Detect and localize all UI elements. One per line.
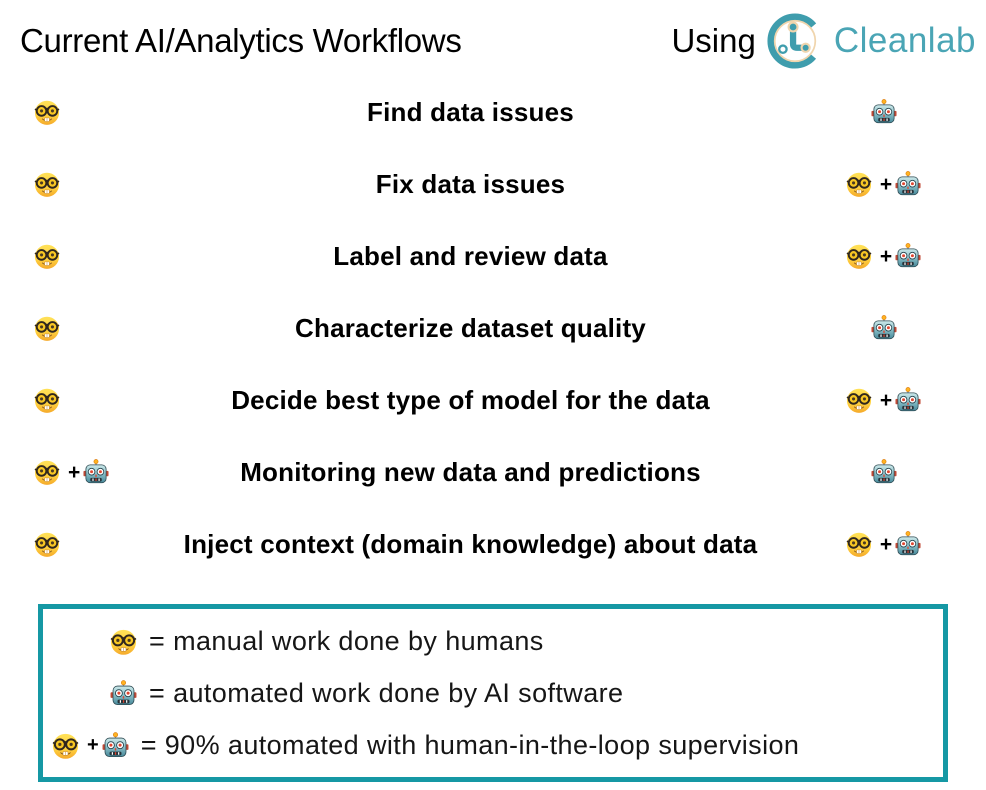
cleanlab-workflow-icons: +	[811, 530, 986, 558]
current-workflow-icons	[0, 242, 130, 270]
workflow-row: Find data issues	[0, 76, 986, 148]
workflow-rows: Find data issues	[0, 76, 986, 580]
nerd-face-emoji	[845, 386, 873, 414]
nerd-face-emoji	[33, 98, 61, 126]
current-workflow-icons	[0, 386, 130, 414]
workflow-label: Find data issues	[367, 96, 574, 127]
nerd-face-emoji	[845, 530, 873, 558]
cleanlab-logo-icon	[767, 13, 823, 69]
robot-emoji	[870, 458, 898, 486]
legend-item: = manual work done by humans	[51, 615, 935, 667]
nerd-face-emoji	[109, 627, 138, 656]
workflow-row: Decide best type of model for the data +	[0, 364, 986, 436]
header: Current AI/Analytics Workflows Using Cle…	[0, 0, 986, 70]
nerd-face-emoji	[33, 458, 61, 486]
robot-emoji	[870, 98, 898, 126]
workflow-row: Inject context (domain knowledge) about …	[0, 508, 986, 580]
current-workflow-icons	[0, 530, 130, 558]
cleanlab-workflow-icons	[811, 458, 986, 486]
nerd-face-emoji	[33, 170, 61, 198]
legend-items: = manual work done by humans = automated…	[51, 615, 935, 771]
legend-item-icons	[109, 679, 138, 708]
nerd-face-emoji	[33, 314, 61, 342]
workflow-label: Inject context (domain knowledge) about …	[183, 528, 758, 559]
nerd-face-emoji	[33, 530, 61, 558]
legend-item-icons: +	[51, 731, 130, 760]
robot-emoji	[894, 386, 922, 414]
nerd-face-emoji	[51, 731, 80, 760]
workflow-label: Fix data issues	[375, 168, 566, 199]
cleanlab-workflow-icons	[811, 98, 986, 126]
robot-emoji	[101, 731, 130, 760]
cleanlab-workflow-icons: +	[811, 242, 986, 270]
nerd-face-emoji	[33, 242, 61, 270]
workflow-row: Label and review data +	[0, 220, 986, 292]
plus-sign: +	[68, 460, 81, 484]
workflow-label: Decide best type of model for the data	[231, 384, 710, 415]
cleanlab-wordmark: Cleanlab	[833, 21, 976, 60]
workflow-row: Characterize dataset quality	[0, 292, 986, 364]
plus-sign: +	[879, 172, 893, 196]
current-workflow-icons	[0, 170, 130, 198]
header-right: Using Cleanlab	[671, 12, 980, 70]
legend-item-text: = manual work done by humans	[149, 625, 544, 656]
legend-item-text: = automated work done by AI software	[149, 677, 624, 708]
legend-item: = automated work done by AI software	[51, 667, 935, 719]
robot-emoji	[894, 242, 922, 270]
cleanlab-workflow-icons: +	[811, 386, 986, 414]
robot-emoji	[109, 679, 138, 708]
plus-sign: +	[879, 388, 893, 412]
nerd-face-emoji	[33, 386, 61, 414]
robot-emoji	[870, 314, 898, 342]
workflow-label: Label and review data	[333, 240, 608, 271]
plus-sign: +	[87, 734, 99, 756]
cleanlab-workflow-icons: +	[811, 170, 986, 198]
legend: = manual work done by humans = automated…	[38, 604, 948, 782]
workflow-label: Characterize dataset quality	[295, 312, 646, 343]
workflow-row: + Monitoring new data and predictions	[0, 436, 986, 508]
workflow-row: Fix data issues +	[0, 148, 986, 220]
workflow-label: Monitoring new data and predictions	[240, 456, 701, 487]
using-label: Using	[671, 22, 756, 59]
robot-emoji	[894, 530, 922, 558]
legend-item-text: = 90% automated with human-in-the-loop s…	[140, 729, 800, 760]
plus-sign: +	[879, 532, 893, 556]
robot-emoji	[894, 170, 922, 198]
robot-emoji	[82, 458, 110, 486]
current-workflow-icons	[0, 314, 130, 342]
nerd-face-emoji	[845, 170, 873, 198]
legend-item-icons	[109, 627, 138, 656]
nerd-face-emoji	[845, 242, 873, 270]
current-workflow-icons	[0, 98, 130, 126]
legend-item: + = 90% automated with human-in-the-loop…	[51, 719, 935, 771]
slide-title: Current AI/Analytics Workflows	[20, 22, 462, 59]
plus-sign: +	[879, 244, 893, 268]
current-workflow-icons: +	[0, 458, 130, 486]
cleanlab-workflow-icons	[811, 314, 986, 342]
